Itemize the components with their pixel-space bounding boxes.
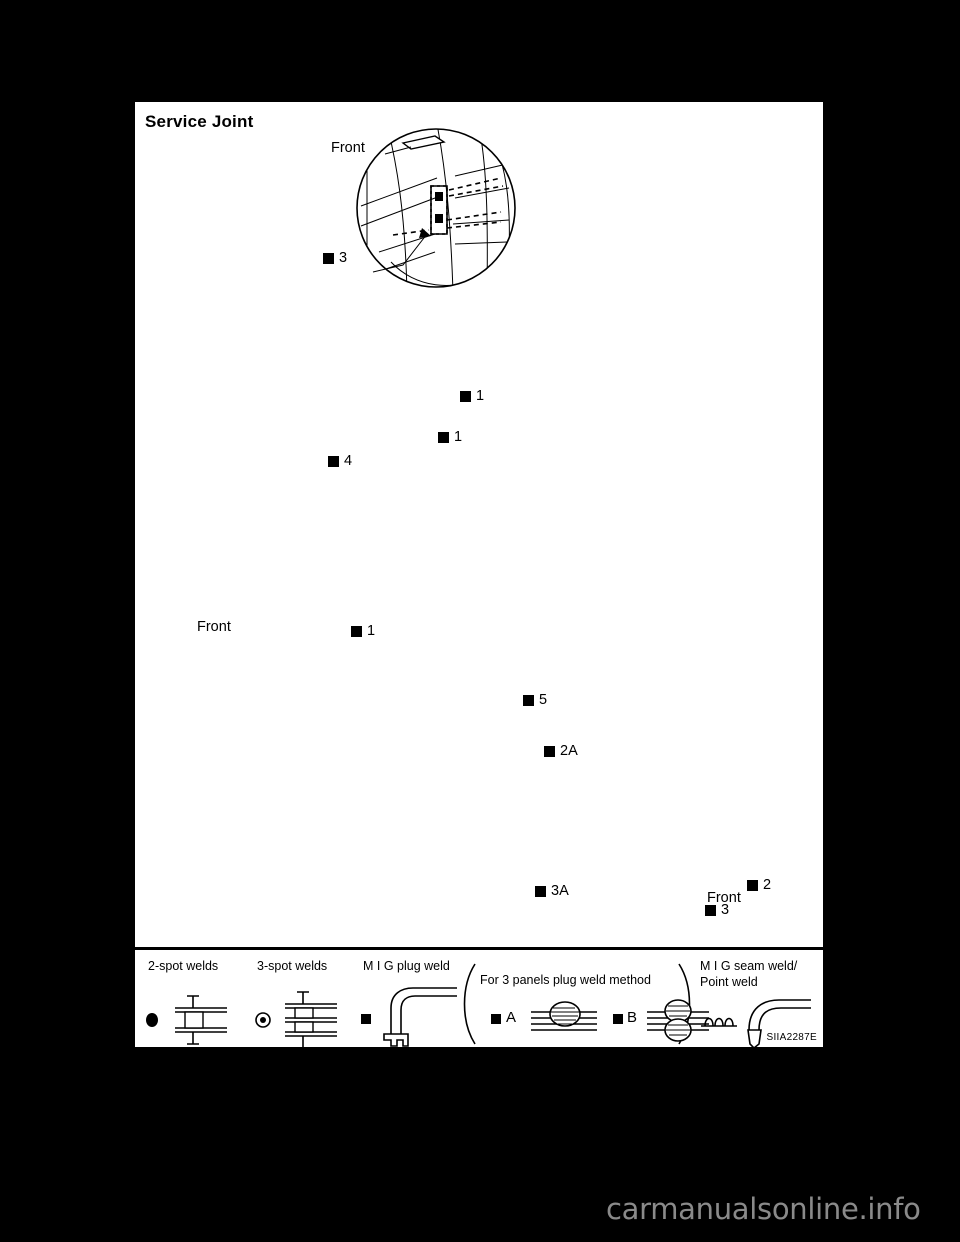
callout-left-1[interactable]: 1	[351, 623, 375, 639]
weld-marker-square	[747, 879, 758, 891]
three-panel-A-symbol	[491, 1001, 597, 1031]
callout-main-5[interactable]: 5	[523, 692, 547, 708]
weld-marker-square	[544, 745, 555, 757]
mig-plug-weld-symbol	[361, 987, 457, 1047]
callout-label: 5	[539, 692, 548, 708]
service-joint-illustration	[356, 128, 516, 288]
callout-main-1-upper[interactable]: 1	[460, 388, 484, 404]
callout-label: 1	[476, 388, 485, 404]
callout-label: 1	[367, 623, 376, 639]
site-watermark: carmanualsonline.info	[606, 1192, 921, 1226]
callout-main-1-lower[interactable]: 1	[438, 429, 462, 445]
legend-label-panel-a: A	[506, 1009, 517, 1026]
callout-label: 2A	[560, 743, 578, 759]
callout-label: 3	[339, 250, 348, 266]
callout-bottom-2A[interactable]: 2A	[544, 743, 578, 759]
callout-bottom-2[interactable]: 2	[747, 877, 771, 893]
weld-marker-square	[705, 904, 716, 916]
callout-label: 3	[721, 902, 730, 918]
legend-symbols	[146, 963, 811, 1047]
weld-marker-square	[523, 694, 534, 706]
weld-symbol-legend: 2-spot welds 3-spot welds M I G plug wel…	[135, 947, 823, 1047]
weld-marker-square	[535, 885, 546, 897]
top-detail-circle	[356, 128, 516, 288]
legend-label-panel-b: B	[627, 1009, 638, 1026]
callout-label: 2	[763, 877, 772, 893]
legend-label-mig-plug-weld: M I G plug weld	[363, 959, 450, 973]
callout-bottom-3A[interactable]: 3A	[535, 883, 569, 899]
left-paren	[463, 963, 476, 1045]
legend-label-mig-seam-weld: M I G seam weld/	[700, 959, 798, 973]
weld-marker-square	[460, 390, 471, 402]
mig-seam-point-weld-symbol	[701, 999, 811, 1047]
front-label-bottom-detail: Front	[707, 890, 741, 906]
legend-label-three-panel-method: For 3 panels plug weld method	[480, 973, 651, 987]
weld-marker-square	[438, 431, 449, 443]
three-panel-B-symbol	[613, 999, 709, 1042]
legend-label-3-spot: 3-spot welds	[257, 959, 328, 973]
front-label-left-detail: Front	[197, 619, 231, 635]
two-spot-weld-symbol	[146, 995, 227, 1045]
weld-marker-square	[328, 455, 339, 467]
legend-label-point-weld: Point weld	[700, 975, 758, 989]
front-label-top-detail: Front	[331, 140, 365, 156]
three-spot-weld-symbol	[255, 991, 337, 1047]
page-title: Service Joint	[145, 112, 254, 131]
callout-label: 1	[454, 429, 463, 445]
callout-label: 4	[344, 453, 353, 469]
callout-main-4[interactable]: 4	[328, 453, 352, 469]
legend-label-2-spot: 2-spot welds	[148, 959, 219, 973]
weld-marker-square	[351, 625, 362, 637]
figure-id: SIIA2287E	[766, 1032, 817, 1043]
figure-illustration-area: Service Joint	[135, 102, 823, 947]
weld-marker-square	[323, 252, 334, 264]
manual-figure-panel: Service Joint	[133, 100, 825, 1049]
callout-bottom-3[interactable]: 3	[705, 902, 729, 918]
callout-top-3[interactable]: 3	[323, 250, 347, 266]
callout-label: 3A	[551, 883, 569, 899]
